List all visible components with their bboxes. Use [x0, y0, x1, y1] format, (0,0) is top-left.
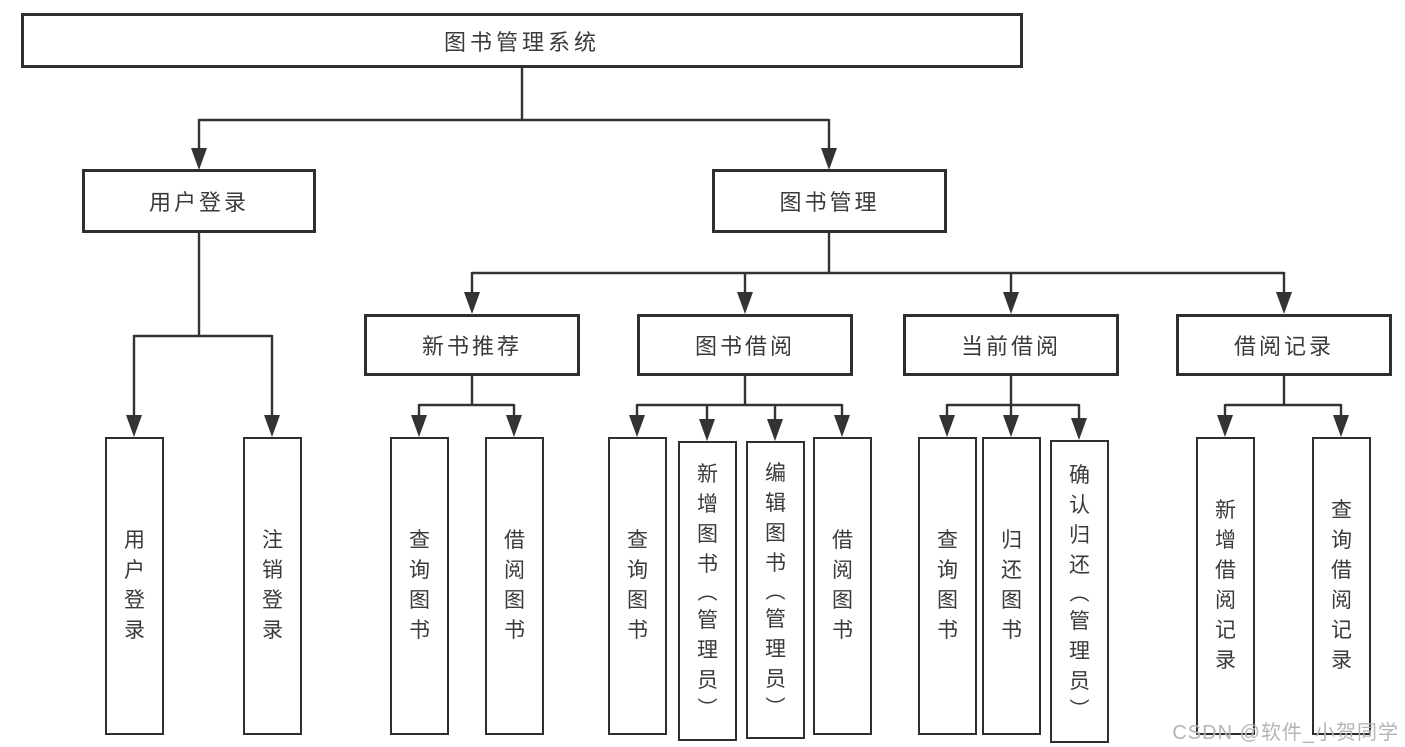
- connector-borrow-records-children: [1217, 376, 1349, 437]
- node-user-login-leaf: 用户登录: [105, 437, 164, 735]
- connector-new-book-children: [411, 376, 522, 437]
- node-borrow-edit-books-admin: 编辑图书︵管理员︶: [746, 441, 805, 739]
- csdn-watermark: CSDN @软件_小贺同学: [1172, 722, 1399, 744]
- node-current-query-books: 查询图书: [918, 437, 977, 735]
- node-logout-leaf: 注销登录: [243, 437, 302, 735]
- node-borrow-query-books: 查询图书: [608, 437, 667, 735]
- node-records-query-record: 查询借阅记录: [1312, 437, 1371, 735]
- connector-book-borrow-children: [629, 376, 850, 441]
- node-current-return-books: 归还图书: [982, 437, 1041, 735]
- connector-user-login-children: [126, 233, 280, 437]
- node-borrow-add-books-admin: 新增图书︵管理员︶: [678, 441, 737, 741]
- node-current-confirm-return-admin: 确认归还︵管理员︶: [1050, 440, 1109, 743]
- node-borrow-borrow-books: 借阅图书: [813, 437, 872, 735]
- connector-current-borrow-children: [939, 376, 1087, 440]
- node-newbook-borrow-books: 借阅图书: [485, 437, 544, 735]
- node-root: 图书管理系统: [21, 13, 1023, 68]
- node-current-borrow: 当前借阅: [903, 314, 1119, 376]
- node-book-borrow: 图书借阅: [637, 314, 853, 376]
- node-book-management: 图书管理: [712, 169, 947, 233]
- node-borrow-records: 借阅记录: [1176, 314, 1392, 376]
- node-newbook-query-books: 查询图书: [390, 437, 449, 735]
- node-records-add-record: 新增借阅记录: [1196, 437, 1255, 735]
- node-user-login: 用户登录: [82, 169, 316, 233]
- connector-root-to-level2: [191, 68, 837, 170]
- node-new-book-recommend: 新书推荐: [364, 314, 580, 376]
- connector-book-management-children: [464, 232, 1292, 314]
